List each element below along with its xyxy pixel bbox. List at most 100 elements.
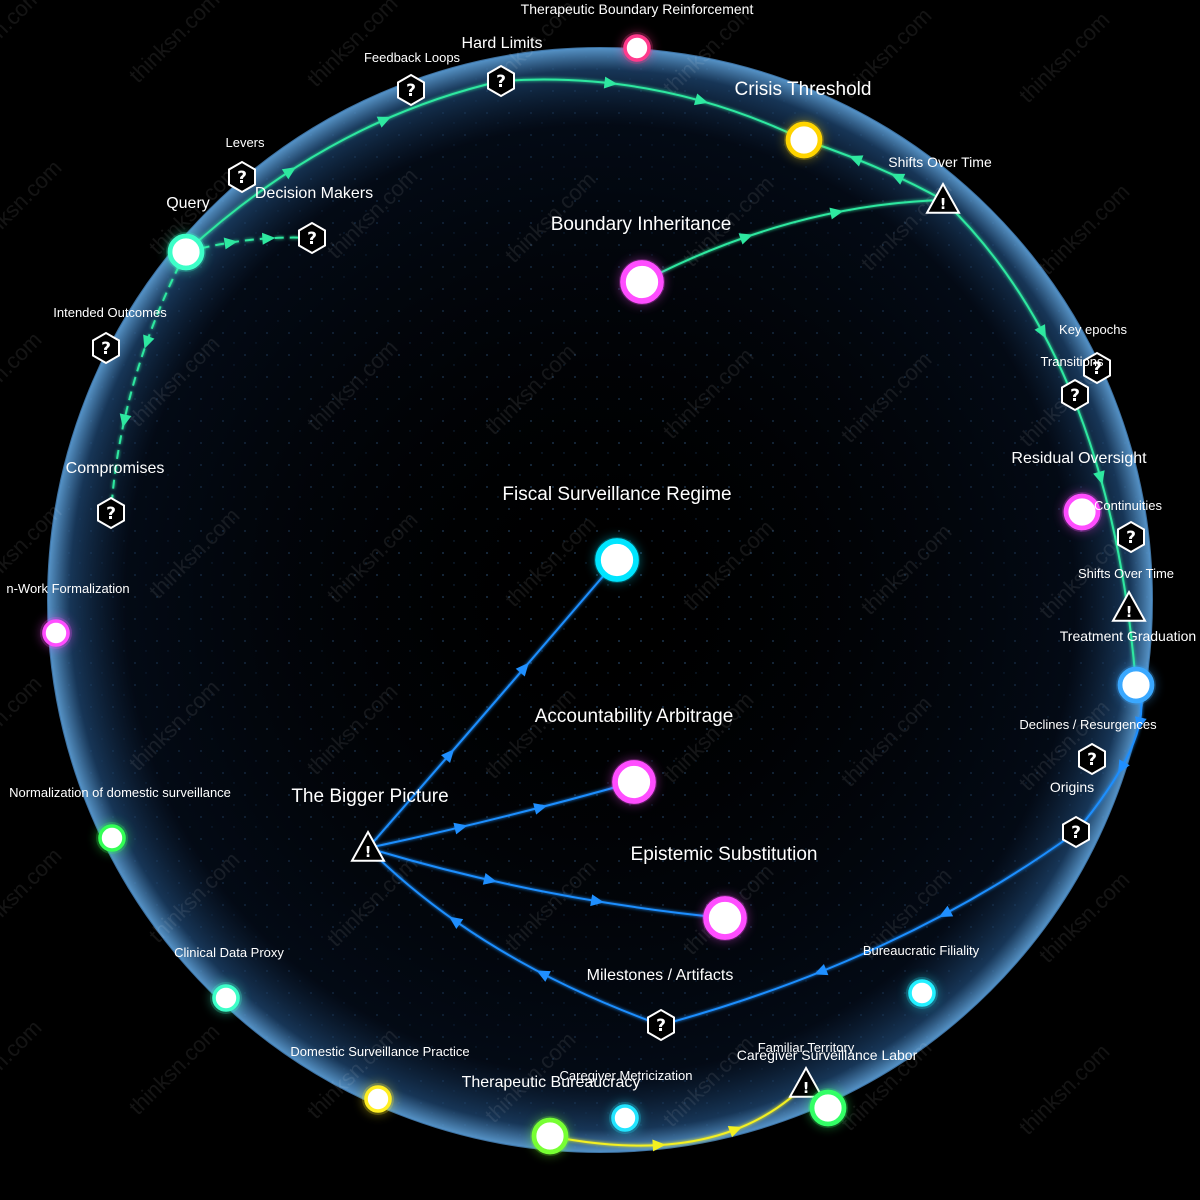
- node-shifts_top[interactable]: !: [925, 181, 961, 214]
- watermark-text: thinksn.com: [0, 0, 47, 84]
- node-label-continuities: Continuities: [1094, 498, 1162, 513]
- question-hex-icon[interactable]: [1061, 378, 1089, 412]
- node-levers[interactable]: ?: [228, 160, 256, 194]
- node-label-normalization: Normalization of domestic surveillance: [9, 785, 231, 800]
- node-continuities[interactable]: ?: [1117, 520, 1145, 554]
- node-layer[interactable]: !???????!???!??!: [40, 32, 1156, 1156]
- warning-triangle-icon[interactable]: [350, 829, 386, 862]
- node-decision[interactable]: ?: [298, 221, 326, 255]
- warning-triangle-icon[interactable]: [788, 1065, 824, 1098]
- question-hex-icon[interactable]: [397, 73, 425, 107]
- watermark-text: thinksn.com: [0, 843, 67, 944]
- node-circle[interactable]: [620, 260, 664, 304]
- node-clinical[interactable]: [210, 982, 242, 1014]
- question-hex-icon[interactable]: [97, 496, 125, 530]
- node-circle[interactable]: [809, 1089, 847, 1127]
- question-mark-glyph: ?: [1092, 359, 1102, 379]
- node-label-accountability: Accountability Arbitrage: [535, 706, 734, 727]
- question-hex-icon[interactable]: [487, 64, 515, 98]
- node-therapeutic_boundary[interactable]: [621, 32, 653, 64]
- node-circle[interactable]: [595, 538, 639, 582]
- edge-arrow: [449, 916, 464, 930]
- edge-query-to-hard_limits: [185, 80, 502, 253]
- node-hard_limits[interactable]: ?: [487, 64, 515, 98]
- edge-arrow: [849, 155, 864, 167]
- node-crisis[interactable]: [784, 120, 824, 160]
- node-shifts_right[interactable]: !: [1111, 589, 1147, 622]
- edge-arrow: [652, 1139, 666, 1152]
- node-circle[interactable]: [364, 1085, 392, 1113]
- node-label-epistemic: Epistemic Substitution: [631, 844, 818, 865]
- node-circle[interactable]: [98, 824, 126, 852]
- watermark-text: thinksn.com: [0, 327, 47, 428]
- node-label-domestic: Domestic Surveillance Practice: [290, 1044, 469, 1059]
- node-circle[interactable]: [612, 760, 656, 804]
- watermark-text: thinksn.com: [0, 155, 67, 256]
- question-hex-icon[interactable]: [228, 160, 256, 194]
- node-domestic[interactable]: [362, 1083, 394, 1115]
- node-declines[interactable]: ?: [1078, 742, 1106, 776]
- question-hex-icon[interactable]: [1117, 520, 1145, 554]
- node-intended[interactable]: ?: [92, 331, 120, 365]
- edge-arrow: [515, 662, 529, 677]
- exclamation-glyph: !: [803, 1079, 810, 1097]
- node-label-compromises: Compromises: [66, 460, 165, 477]
- node-circle[interactable]: [212, 984, 240, 1012]
- question-hex-icon[interactable]: [1083, 351, 1111, 385]
- node-circle[interactable]: [908, 979, 936, 1007]
- node-circle[interactable]: [42, 619, 70, 647]
- node-epistemic[interactable]: [702, 895, 748, 941]
- node-label-caregiver_labor: Caregiver Surveillance Labor: [737, 1047, 918, 1063]
- node-caregiver_metric[interactable]: [609, 1102, 641, 1134]
- edge-arrow: [453, 822, 468, 835]
- node-residual[interactable]: [1062, 492, 1102, 532]
- node-circle[interactable]: [611, 1104, 639, 1132]
- node-compromises[interactable]: ?: [97, 496, 125, 530]
- node-bigger[interactable]: !: [350, 829, 386, 862]
- node-circle[interactable]: [785, 121, 823, 159]
- watermark-text: thinksn.com: [1034, 179, 1135, 280]
- node-treatment[interactable]: [1116, 665, 1156, 705]
- node-circle[interactable]: [703, 896, 747, 940]
- node-circle[interactable]: [1063, 493, 1101, 531]
- node-caregiver_labor[interactable]: [808, 1088, 848, 1128]
- warning-triangle-icon[interactable]: [925, 181, 961, 214]
- node-label-shifts_right: Shifts Over Time: [1078, 566, 1174, 581]
- exclamation-glyph: !: [1126, 603, 1133, 621]
- watermark-text: thinksn.com: [124, 1019, 225, 1120]
- edge-query-to-compromises: [110, 251, 187, 514]
- question-hex-icon[interactable]: [1078, 742, 1106, 776]
- node-transitions[interactable]: ?: [1061, 378, 1089, 412]
- node-familiar[interactable]: !: [788, 1065, 824, 1098]
- node-fiscal[interactable]: [594, 537, 640, 583]
- question-hex-icon[interactable]: [1062, 815, 1090, 849]
- node-accountability[interactable]: [611, 759, 657, 805]
- node-circle[interactable]: [167, 233, 205, 271]
- node-therapeutic_bureau[interactable]: [530, 1116, 570, 1156]
- node-circle[interactable]: [623, 34, 651, 62]
- node-boundary[interactable]: [619, 259, 665, 305]
- exclamation-glyph: !: [365, 843, 372, 861]
- edge-bigger-to-accountability: [367, 781, 635, 849]
- node-label-familiar: Familiar Territory: [758, 1040, 855, 1055]
- question-hex-icon[interactable]: [92, 331, 120, 365]
- node-query[interactable]: [166, 232, 206, 272]
- node-circle[interactable]: [531, 1117, 569, 1155]
- node-feedback[interactable]: ?: [397, 73, 425, 107]
- node-milestones[interactable]: ?: [647, 1008, 675, 1042]
- node-key_epochs[interactable]: ?: [1083, 351, 1111, 385]
- question-hex-icon[interactable]: [647, 1008, 675, 1042]
- warning-triangle-icon[interactable]: [1111, 589, 1147, 622]
- edge-hard_limits-to-crisis: [500, 78, 805, 141]
- node-normalization[interactable]: [96, 822, 128, 854]
- question-hex-icon[interactable]: [298, 221, 326, 255]
- node-label-crisis: Crisis Threshold: [735, 79, 872, 100]
- node-circle[interactable]: [1117, 666, 1155, 704]
- node-work_formal[interactable]: [40, 617, 72, 649]
- edge-arrow: [590, 894, 604, 907]
- watermark-text: thinksn.com: [0, 1015, 47, 1116]
- node-bureaucratic[interactable]: [906, 977, 938, 1009]
- node-origins[interactable]: ?: [1062, 815, 1090, 849]
- node-label-transitions: Transitions: [1040, 354, 1104, 369]
